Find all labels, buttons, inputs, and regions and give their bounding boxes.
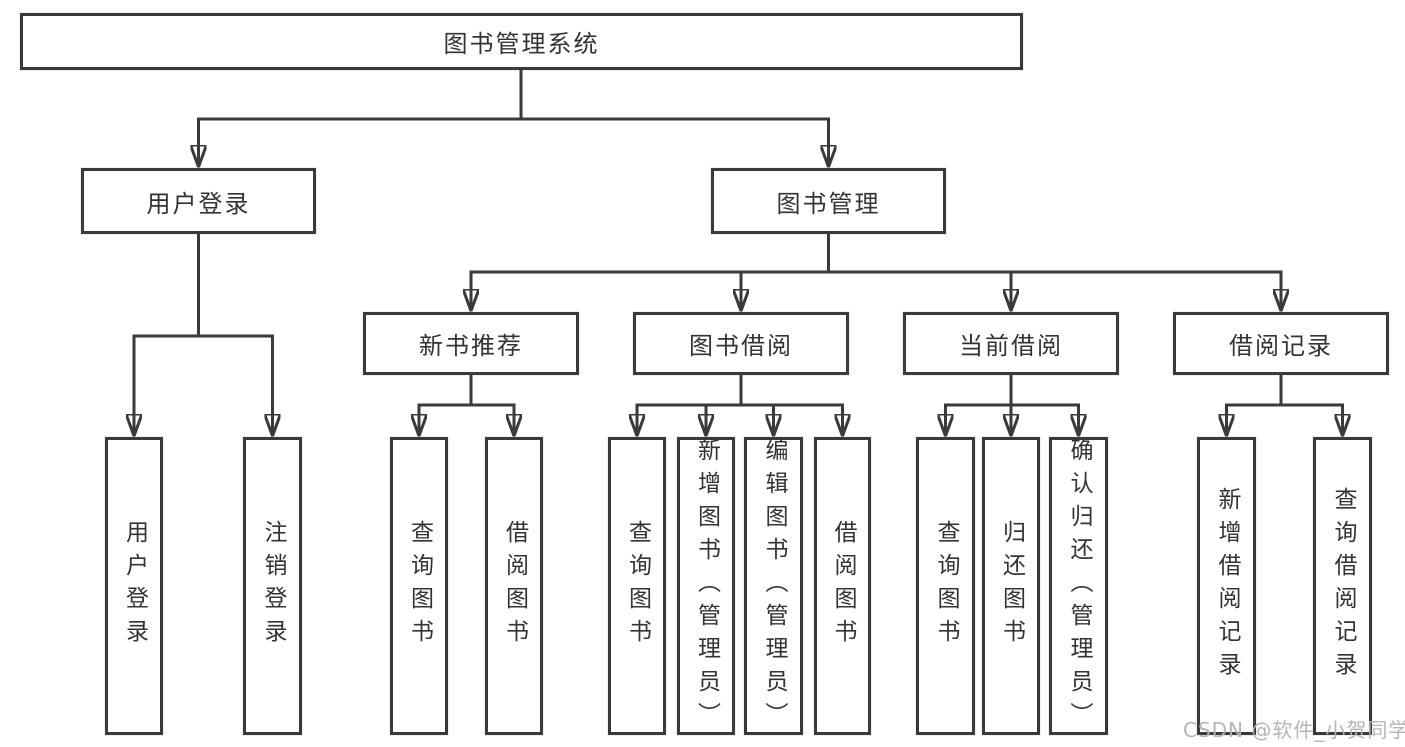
node-nb-query-books: 查询图书: [390, 437, 448, 735]
node-root: 图书管理系统: [20, 13, 1023, 70]
node-cb-query-books: 查询图书: [916, 437, 975, 735]
node-bb-borrow-books: 借阅图书: [814, 437, 871, 735]
node-book-module: 图书管理: [711, 168, 946, 234]
node-borrow-module: 图书借阅: [633, 312, 849, 375]
node-nb-borrow-books: 借阅图书: [485, 437, 543, 735]
node-bb-query-books: 查询图书: [608, 437, 666, 735]
node-bb-edit-books-admin: 编辑图书（管理员）: [744, 437, 803, 735]
node-new-books: 新书推荐: [363, 312, 579, 375]
watermark: CSDN @软件_小贺同学: [1183, 718, 1405, 742]
node-cb-return-books: 归还图书: [982, 437, 1040, 735]
node-bb-add-books-admin: 新增图书（管理员）: [677, 437, 735, 735]
node-current-borrow: 当前借阅: [903, 312, 1119, 375]
node-login-module: 用户登录: [81, 168, 316, 234]
node-user-login: 用户登录: [105, 437, 163, 735]
node-cb-confirm-return-admin: 确认归还（管理员）: [1049, 437, 1108, 735]
node-br-add-record: 新增借阅记录: [1197, 437, 1256, 735]
node-logout: 注销登录: [243, 437, 302, 735]
node-borrow-records: 借阅记录: [1173, 312, 1389, 375]
node-br-query-record: 查询借阅记录: [1313, 437, 1372, 735]
